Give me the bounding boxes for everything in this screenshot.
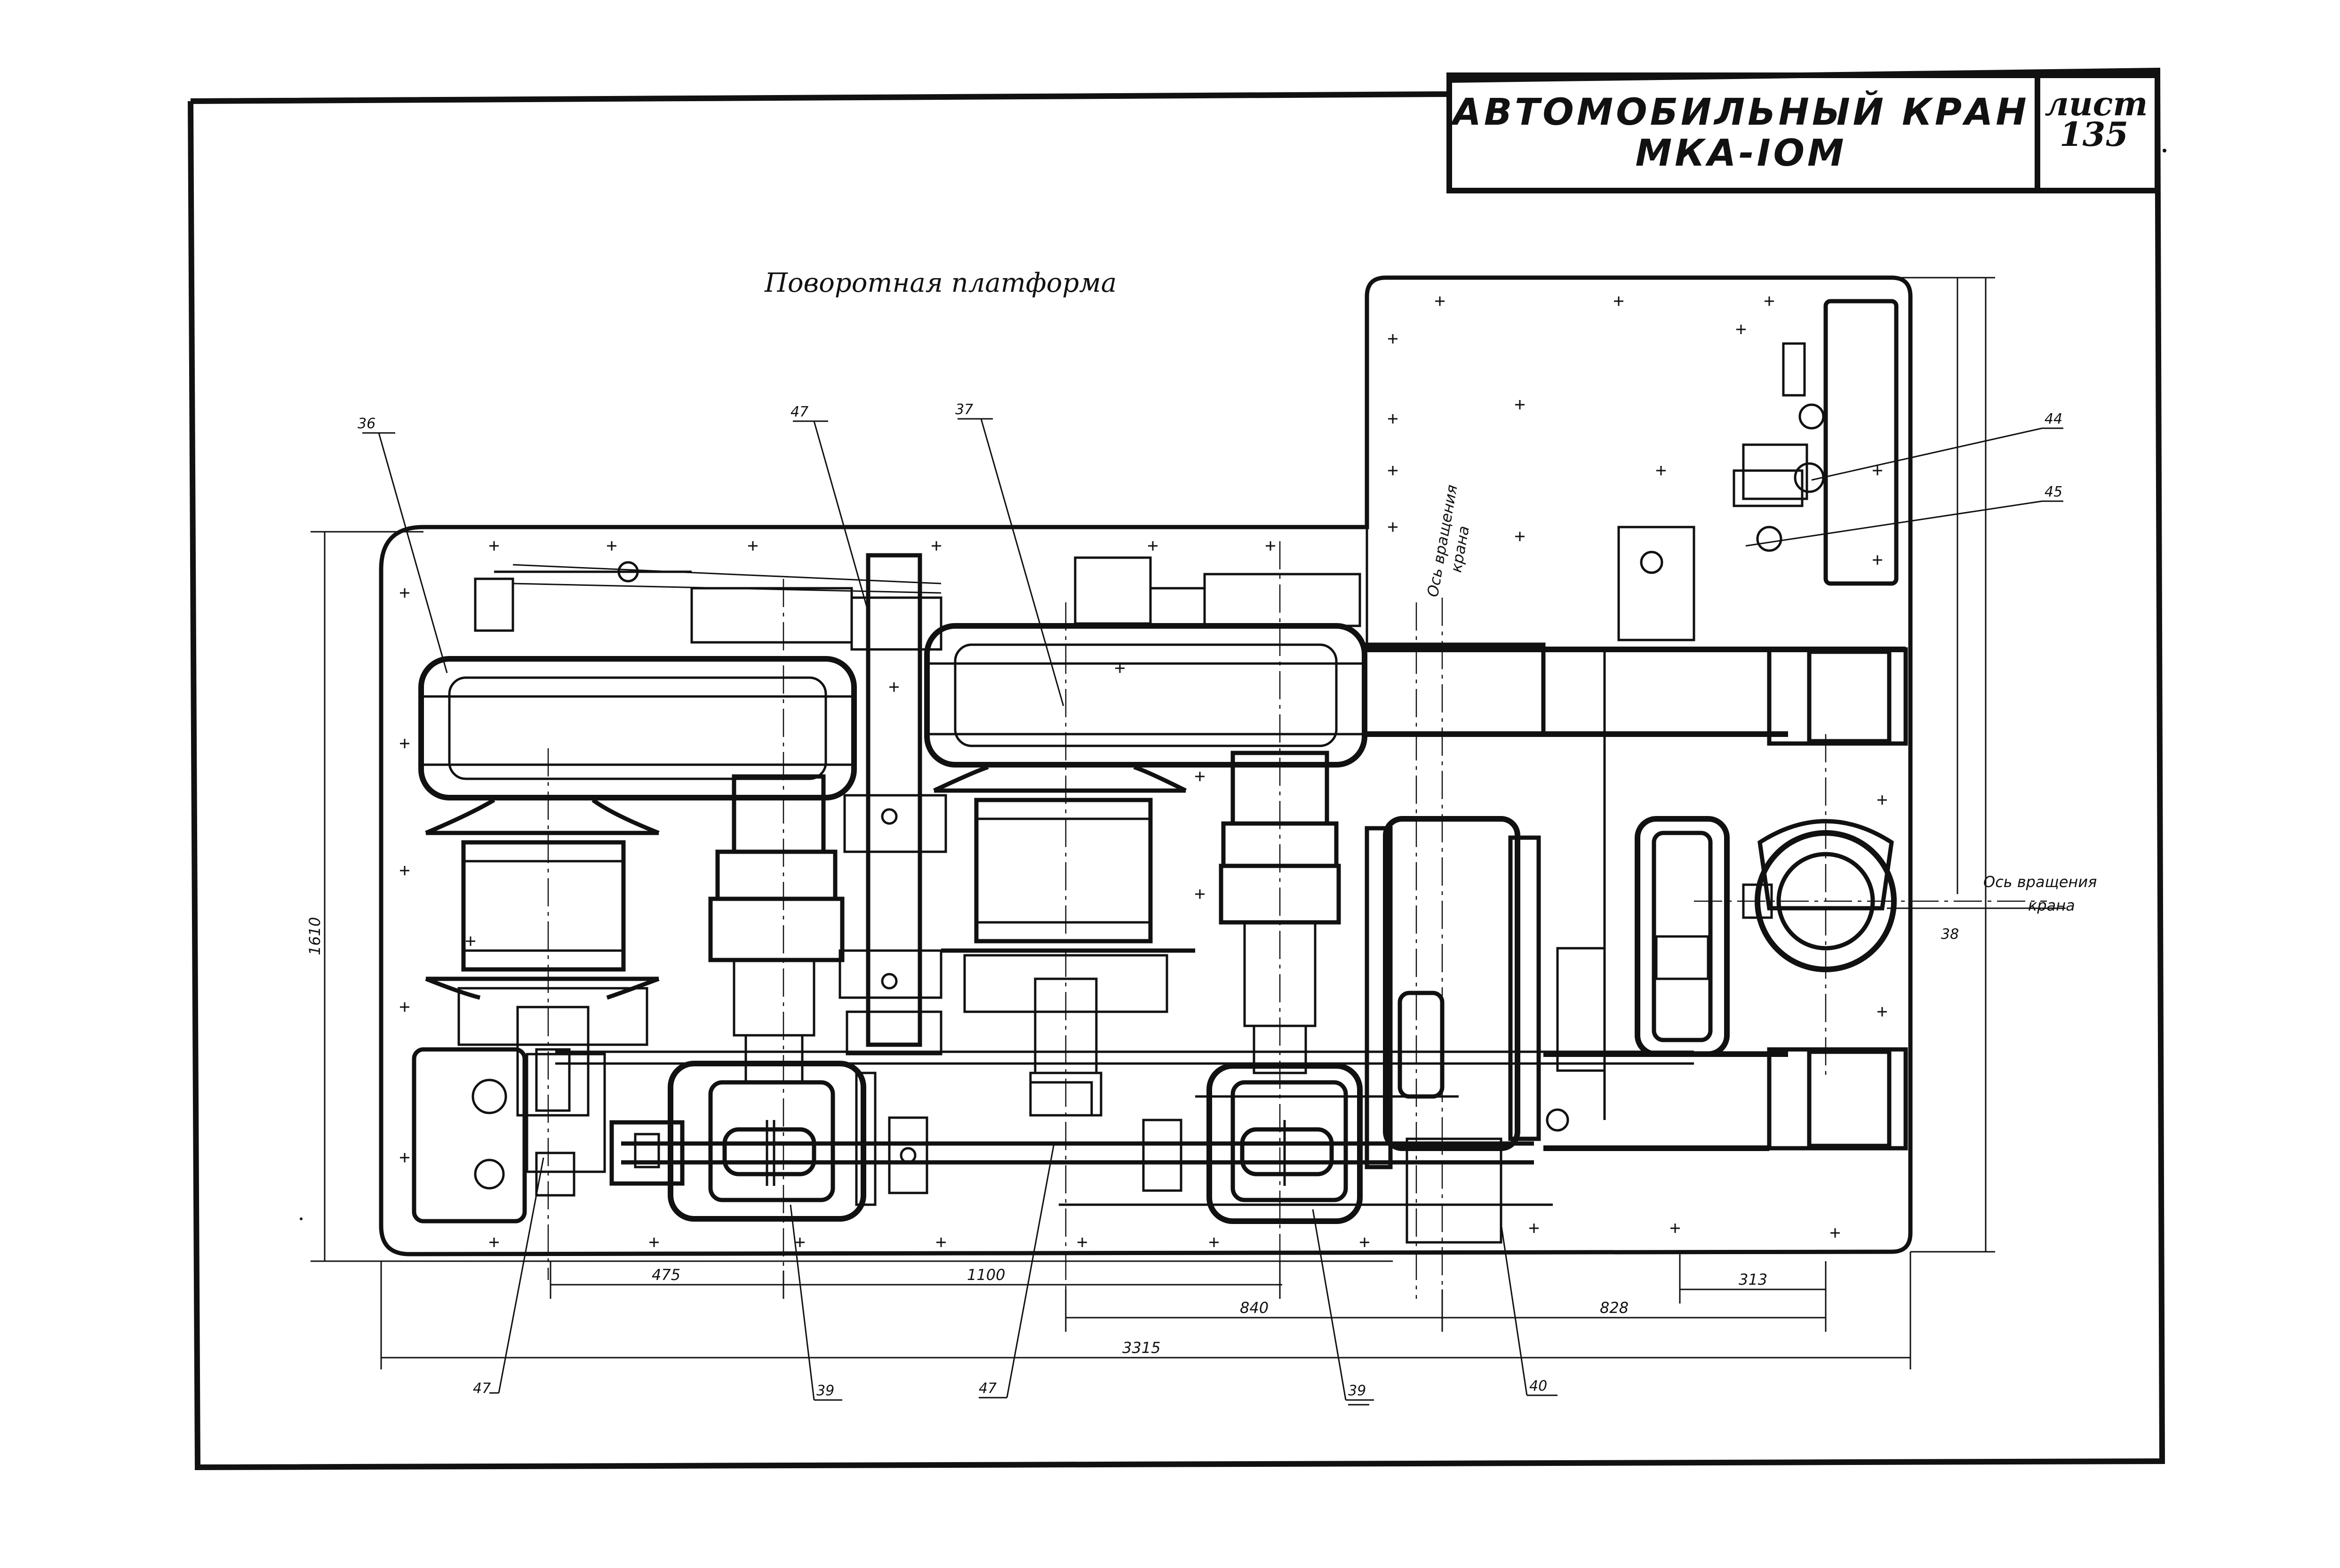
title-line-2: МКА-IOM [1635, 132, 1846, 175]
callout-47-bottom-left: 47 [473, 1380, 491, 1397]
dim-840: 840 [1240, 1299, 1269, 1317]
top-brake-linkage [474, 556, 1361, 644]
motor-39-left [609, 1061, 877, 1222]
sheet-label: лист [2045, 84, 2148, 123]
slewing-mechanism-40 [1362, 598, 1606, 1304]
mounting-marks [400, 296, 1887, 1247]
shaft-assembly-47-top [839, 553, 947, 1056]
dim-1100: 1100 [967, 1266, 1005, 1284]
dim-3315: 3315 [1122, 1339, 1160, 1357]
callout-44: 44 [2045, 411, 2062, 427]
dimension-values: 1610 475 1100 840 828 313 3315 [306, 917, 1767, 1357]
page-dots [300, 149, 2166, 1220]
leader-lines [362, 418, 2066, 1401]
platform-frame-right [1365, 647, 1908, 1151]
callout-39-right: 39 [1348, 1383, 1366, 1399]
callout-47-bottom-mid: 47 [979, 1380, 997, 1397]
title-block: АВТОМОБИЛЬНЫЙ КРАН МКА-IOM лист 135 [1446, 72, 2160, 193]
dim-475: 475 [652, 1266, 680, 1284]
drawing-subtitle: Поворотная платформа [764, 268, 1117, 298]
horizontal-axis-label-line2: крана [2028, 896, 2075, 914]
title-line-1: АВТОМОБИЛЬНЫЙ КРАН [1450, 90, 2029, 134]
control-box-47 [412, 1047, 606, 1224]
horizontal-axis-label-line1: Ось вращения [1983, 873, 2097, 891]
dim-1610: 1610 [306, 917, 324, 955]
callout-38: 38 [1941, 926, 1959, 943]
winch-37 [924, 602, 1367, 1313]
control-cabin-45 [1617, 299, 1899, 641]
callout-37: 37 [955, 401, 973, 418]
callout-47-top: 47 [791, 404, 808, 420]
drive-shaft [555, 1050, 1694, 1206]
dim-313: 313 [1739, 1271, 1767, 1288]
coupling-47-mid [888, 1081, 1182, 1194]
callout-45: 45 [2045, 484, 2062, 500]
winch-36 [418, 579, 857, 1280]
callout-40: 40 [1529, 1378, 1547, 1394]
callout-39-left: 39 [816, 1383, 834, 1399]
callout-36: 36 [358, 416, 375, 432]
motor-39-right [1206, 1063, 1363, 1224]
reducer-left [708, 774, 845, 1084]
reducer-right [1219, 541, 1341, 1271]
sheet-number: 135 [2060, 115, 2128, 154]
dim-828: 828 [1600, 1299, 1629, 1317]
dimension-lines [311, 277, 1995, 1369]
callouts: 36 47 37 38 44 45 47 39 47 39 40 [358, 401, 2062, 1406]
sheet-frame [188, 67, 2165, 1471]
